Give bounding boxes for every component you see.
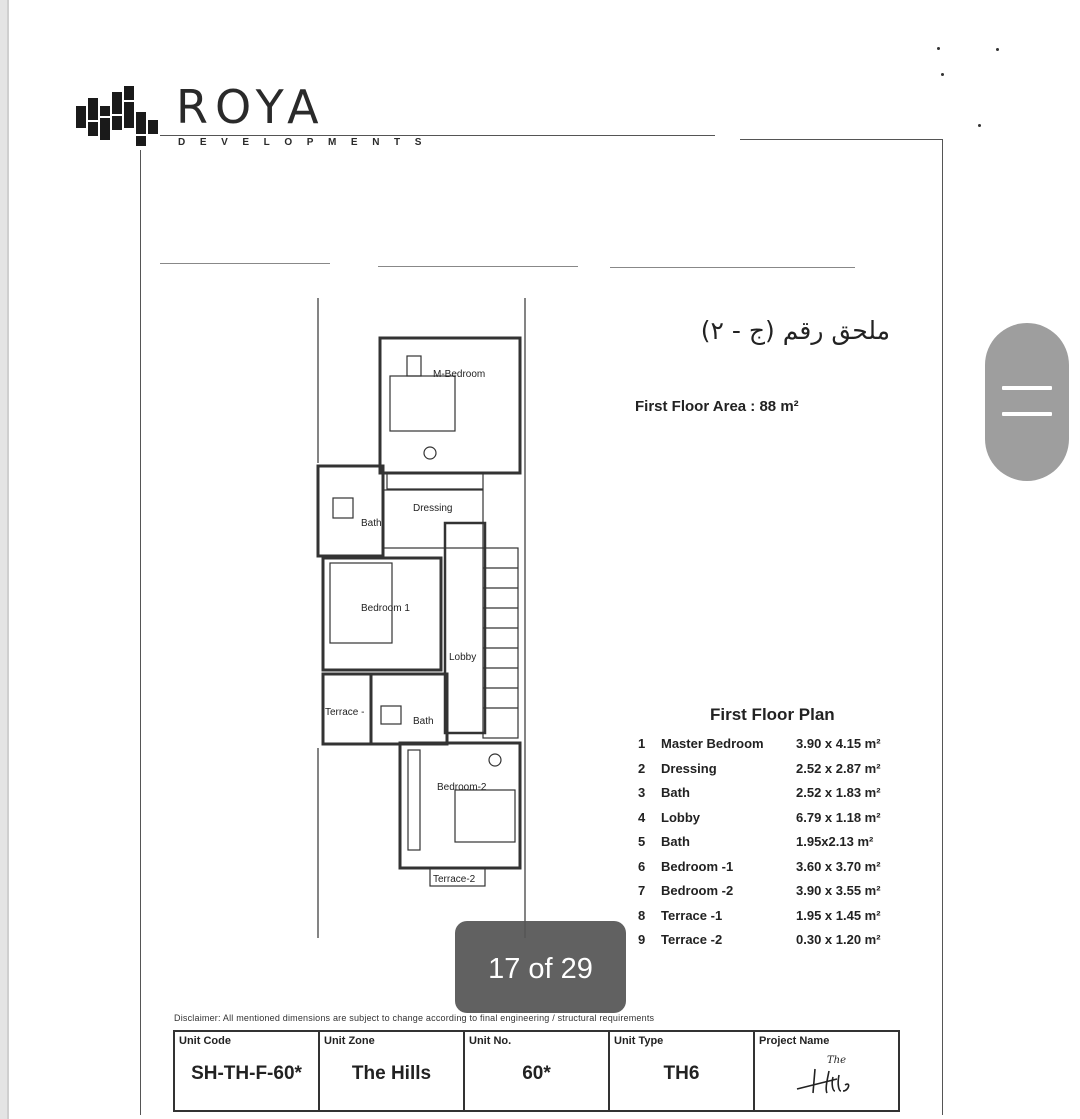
- fast-scroll-handle[interactable]: [985, 323, 1069, 481]
- plan-label-dressing: Dressing: [413, 503, 452, 514]
- project-name-label: Project Name: [759, 1035, 830, 1047]
- unit-no-cell: Unit No. 60*: [463, 1030, 610, 1112]
- scan-dot: [941, 73, 944, 76]
- plan-label-bedroom-1: Bedroom 1: [361, 603, 410, 614]
- room-name: Bath: [661, 785, 690, 800]
- svg-text:The: The: [827, 1055, 846, 1066]
- room-dims: 1.95x2.13 m²: [796, 834, 874, 849]
- upper-rule: [160, 263, 330, 264]
- plan-label-m-bedroom: M-Bedroom: [433, 369, 485, 380]
- room-number: 3: [638, 785, 646, 800]
- room-row: 5 Bath 1.95x2.13 m²: [632, 831, 892, 856]
- room-name: Dressing: [661, 760, 717, 776]
- unit-type-value: TH6: [663, 1063, 700, 1084]
- room-dims: 3.60 x 3.70 m²: [796, 858, 881, 874]
- left-edge: [0, 0, 9, 1119]
- plan-label-bath-lower: Bath: [413, 716, 434, 727]
- unit-code-cell: Unit Code SH-TH-F-60*: [173, 1030, 320, 1112]
- project-name-cell: Project Name The: [753, 1030, 900, 1112]
- unit-no-value: 60*: [522, 1063, 551, 1084]
- upper-rule-3: [610, 267, 855, 268]
- frame-left: [140, 150, 141, 1115]
- room-name: Bedroom -1: [661, 858, 734, 874]
- room-dims: 3.90 x 4.15 m²: [796, 736, 881, 751]
- the-hills-logo-icon: The: [796, 1055, 849, 1094]
- scan-dot: [978, 124, 981, 127]
- room-row: 4 Lobby 6.79 x 1.18 m²: [632, 807, 892, 832]
- scan-dot: [996, 48, 999, 51]
- unit-zone-cell: Unit Zone The Hills: [318, 1030, 465, 1112]
- frame-right: [942, 140, 943, 1115]
- brand-name: ROYA: [176, 80, 326, 134]
- room-number: 7: [638, 883, 646, 898]
- first-floor-area: First Floor Area : 88 m²: [635, 398, 799, 415]
- room-number: 8: [638, 907, 646, 923]
- unit-type-cell: Unit Type TH6: [608, 1030, 755, 1112]
- header-rule: [160, 135, 715, 136]
- plan-label-bedroom-2: Bedroom-2: [437, 782, 487, 793]
- unit-zone-label: Unit Zone: [324, 1035, 375, 1047]
- room-number: 9: [638, 932, 646, 947]
- room-dims: 2.52 x 2.87 m²: [796, 760, 881, 776]
- room-row: 8 Terrace -1 1.95 x 1.45 m²: [632, 905, 892, 930]
- grip-line: [1002, 412, 1052, 416]
- upper-rule-2: [378, 266, 578, 267]
- unit-zone-value: The Hills: [351, 1063, 432, 1084]
- unit-code-value: SH-TH-F-60*: [191, 1063, 302, 1084]
- room-dims: 1.95 x 1.45 m²: [796, 907, 881, 923]
- room-row: 1 Master Bedroom 3.90 x 4.15 m²: [632, 733, 892, 758]
- unit-no-label: Unit No.: [469, 1035, 512, 1047]
- room-name: Bath: [661, 834, 690, 849]
- room-dims: 6.79 x 1.18 m²: [796, 809, 881, 825]
- room-number: 1: [638, 736, 646, 751]
- plan-label-terrace-2: Terrace-2: [433, 874, 476, 885]
- room-name: Terrace -2: [661, 932, 723, 947]
- page-counter: 17 of 29: [455, 921, 626, 1013]
- room-name: Terrace -1: [661, 907, 723, 923]
- room-row: 6 Bedroom -1 3.60 x 3.70 m²: [632, 856, 892, 881]
- room-dims: 3.90 x 3.55 m²: [796, 883, 881, 898]
- header-rule-right: [740, 139, 943, 140]
- room-name: Bedroom -2: [661, 883, 734, 898]
- plan-label-bath-upper: Bath: [361, 518, 382, 529]
- room-dims: 2.52 x 1.83 m²: [796, 785, 881, 800]
- room-dims: 0.30 x 1.20 m²: [796, 932, 881, 947]
- room-number: 4: [638, 809, 646, 825]
- room-number: 5: [638, 834, 646, 849]
- room-name: Master Bedroom: [661, 736, 764, 751]
- grip-line: [1002, 386, 1052, 390]
- room-number: 2: [638, 760, 646, 776]
- disclaimer: Disclaimer: All mentioned dimensions are…: [174, 1013, 655, 1023]
- room-name: Lobby: [661, 809, 700, 825]
- floor-plan-title: First Floor Plan: [710, 705, 835, 724]
- roya-logo-icon: [76, 86, 158, 146]
- brand-tagline: DEVELOPMENTS: [178, 137, 436, 148]
- room-number: 6: [638, 858, 646, 874]
- plan-label-lobby: Lobby: [449, 652, 476, 663]
- room-row: 3 Bath 2.52 x 1.83 m²: [632, 782, 892, 807]
- room-row: 7 Bedroom -2 3.90 x 3.55 m²: [632, 880, 892, 905]
- unit-type-label: Unit Type: [614, 1035, 664, 1047]
- scan-dot: [937, 47, 940, 50]
- room-row: 9 Terrace -2 0.30 x 1.20 m²: [632, 929, 892, 954]
- unit-info-table: Unit Code SH-TH-F-60* Unit Zone The Hill…: [173, 1030, 900, 1112]
- unit-code-label: Unit Code: [179, 1035, 231, 1047]
- room-row: 2 Dressing 2.52 x 2.87 m²: [632, 758, 892, 783]
- floor-plan-drawing: M-Bedroom Dressing Bath Bedroom 1 Lobby …: [316, 298, 526, 938]
- plan-label-terrace-1: Terrace -: [325, 707, 364, 718]
- annex-title: ملحق رقم (ج - ٢): [700, 316, 890, 345]
